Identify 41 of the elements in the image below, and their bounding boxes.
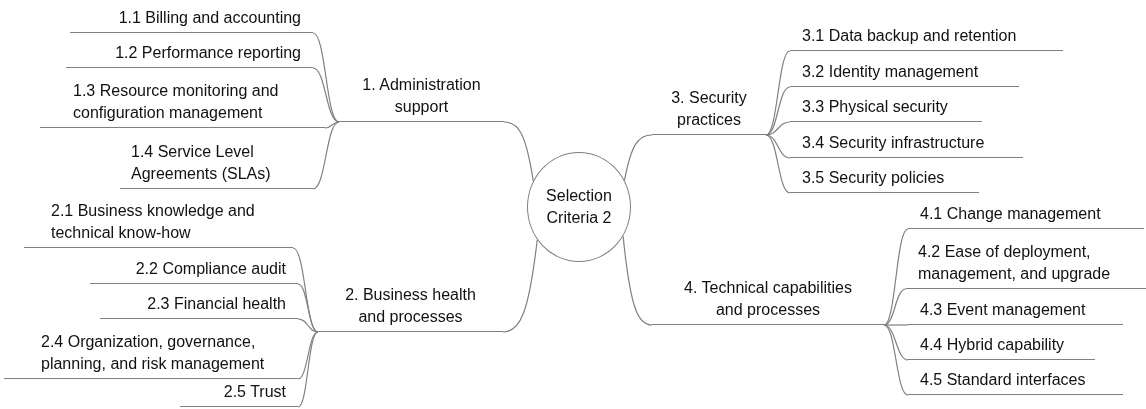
subtopic: 3.2 Identity management bbox=[790, 60, 1019, 87]
subtopic: 4.4 Hybrid capability bbox=[908, 333, 1095, 360]
subtopic: 2.1 Business knowledge and technical know-how bbox=[24, 196, 293, 248]
subtopic: 3.3 Physical security bbox=[790, 95, 982, 122]
branch-topic: 3. Security practices bbox=[652, 85, 766, 135]
branch-line bbox=[883, 324, 909, 361]
subtopic: 1.1 Billing and accounting bbox=[70, 6, 313, 33]
branch-line bbox=[503, 121, 534, 182]
branch-line bbox=[765, 134, 791, 194]
subtopic: 4.2 Ease of deployment, management, and upgrade bbox=[906, 237, 1146, 289]
branch-line bbox=[883, 324, 909, 396]
central-topic-circle: Selection Criteria 2 bbox=[527, 152, 631, 262]
branch-line bbox=[297, 283, 319, 333]
subtopic: 2.3 Financial health bbox=[100, 292, 298, 319]
branch-line bbox=[297, 331, 319, 380]
subtopic: 1.4 Service Level Agreements (SLAs) bbox=[120, 141, 313, 189]
subtopic: 3.1 Data backup and retention bbox=[790, 24, 1063, 51]
branch-topic: 2. Business health and processes bbox=[318, 280, 503, 332]
branch-line bbox=[312, 67, 340, 123]
subtopic: 2.2 Compliance audit bbox=[90, 257, 298, 284]
subtopic: 1.2 Performance reporting bbox=[66, 41, 313, 68]
branch-line bbox=[765, 121, 791, 136]
subtopic: 4.3 Event management bbox=[908, 298, 1123, 325]
branch-line bbox=[297, 331, 319, 408]
branch-topic: 1. Administration support bbox=[339, 70, 504, 122]
branch-line bbox=[502, 239, 538, 333]
subtopic: 4.1 Change management bbox=[908, 202, 1144, 229]
branch-line bbox=[765, 50, 791, 136]
subtopic: 2.4 Organization, governance, planning, and risk management bbox=[4, 332, 298, 379]
branch-line bbox=[883, 228, 909, 326]
branch-line bbox=[883, 288, 907, 326]
branch-line bbox=[623, 134, 653, 181]
branch-line bbox=[297, 318, 319, 333]
branch-topic: 4. Technical capabilities and processes bbox=[652, 272, 884, 325]
branch-line bbox=[765, 86, 791, 136]
branch-line bbox=[312, 121, 340, 190]
subtopic: 1.3 Resource monitoring and configuration management bbox=[40, 82, 325, 128]
subtopic: 2.5 Trust bbox=[180, 381, 298, 407]
subtopic: 3.4 Security infrastructure bbox=[790, 131, 1023, 158]
subtopic: 3.5 Security policies bbox=[790, 166, 979, 193]
subtopic: 4.5 Standard interfaces bbox=[908, 368, 1123, 395]
